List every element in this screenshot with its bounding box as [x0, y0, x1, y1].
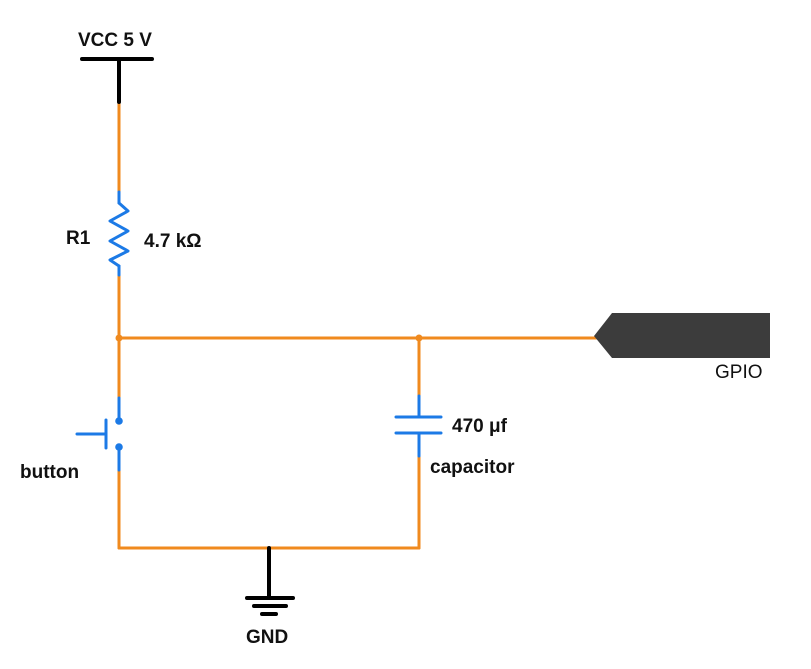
ground-icon: [245, 546, 295, 616]
junction-dot-right: [415, 334, 423, 342]
capacitor-icon: [394, 394, 443, 458]
capacitor-value-label: 470 μf: [452, 416, 508, 437]
gnd-label: GND: [246, 627, 288, 648]
resistor-value-label: 4.7 kΩ: [144, 231, 202, 252]
gpio-label: GPIO: [715, 362, 763, 383]
vcc-label: VCC 5 V: [78, 30, 152, 51]
button-label: button: [20, 462, 79, 483]
wires: [117, 100, 602, 550]
resistor-name-label: R1: [66, 228, 91, 249]
gpio-connector-icon: [594, 313, 770, 358]
resistor-r1-icon: [108, 190, 130, 277]
vcc-terminal-icon: [80, 57, 154, 104]
push-button-icon: [75, 396, 123, 472]
junction-dot-left: [115, 334, 123, 342]
capacitor-name-label: capacitor: [430, 457, 515, 478]
